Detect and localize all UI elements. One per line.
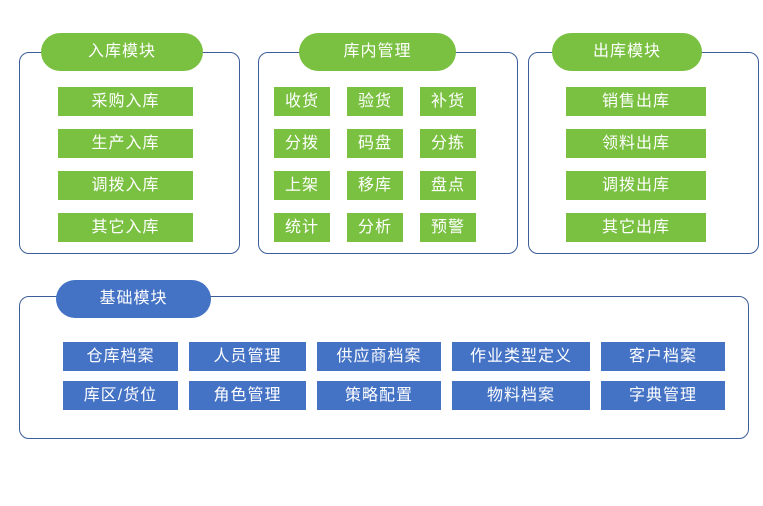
purchase-inbound-block: 采购入库 [58,87,193,116]
dictionary-management-block: 字典管理 [601,381,725,410]
inbound-item-list: 采购入库 生产入库 调拨入库 其它入库 [58,87,193,242]
personnel-management-block: 人员管理 [189,342,306,371]
production-inbound-block: 生产入库 [58,129,193,158]
panel-warehouse-management: 库内管理 收货 验货 补货 分拨 码盘 分拣 上架 移库 盘点 统计 分析 预警 [258,33,518,254]
base-module-header: 基础模块 [56,280,211,318]
picking-outbound-block: 领料出库 [566,129,706,158]
zone-location-block: 库区/货位 [63,381,178,410]
statistics-block: 统计 [274,213,330,242]
other-outbound-block: 其它出库 [566,213,706,242]
warehouse-archive-block: 仓库档案 [63,342,178,371]
warehouse-item-grid: 收货 验货 补货 分拨 码盘 分拣 上架 移库 盘点 统计 分析 预警 [274,87,476,242]
warning-block: 预警 [420,213,476,242]
analysis-block: 分析 [347,213,403,242]
outbound-module-header: 出库模块 [552,33,702,71]
outbound-item-list: 销售出库 领料出库 调拨出库 其它出库 [566,87,706,242]
role-management-block: 角色管理 [189,381,306,410]
supplier-archive-block: 供应商档案 [317,342,441,371]
panel-inbound-module: 入库模块 采购入库 生产入库 调拨入库 其它入库 [19,33,240,254]
material-archive-block: 物料档案 [452,381,590,410]
transfer-inbound-block: 调拨入库 [58,171,193,200]
base-item-rows: 仓库档案 人员管理 供应商档案 作业类型定义 客户档案 库区/货位 角色管理 策… [63,342,725,410]
strategy-config-block: 策略配置 [317,381,441,410]
stocktaking-block: 盘点 [420,171,476,200]
allocation-block: 分拨 [274,129,330,158]
transfer-outbound-block: 调拨出库 [566,171,706,200]
panel-outbound-module: 出库模块 销售出库 领料出库 调拨出库 其它出库 [528,33,759,254]
sorting-block: 分拣 [420,129,476,158]
other-inbound-block: 其它入库 [58,213,193,242]
receiving-block: 收货 [274,87,330,116]
inspection-block: 验货 [347,87,403,116]
base-row-2: 库区/货位 角色管理 策略配置 物料档案 字典管理 [63,381,725,410]
inbound-module-header: 入库模块 [41,33,203,71]
customer-archive-block: 客户档案 [601,342,725,371]
panel-base-module: 基础模块 仓库档案 人员管理 供应商档案 作业类型定义 客户档案 库区/货位 角… [19,280,749,439]
palletizing-block: 码盘 [347,129,403,158]
replenishment-block: 补货 [420,87,476,116]
base-row-1: 仓库档案 人员管理 供应商档案 作业类型定义 客户档案 [63,342,725,371]
relocation-block: 移库 [347,171,403,200]
sales-outbound-block: 销售出库 [566,87,706,116]
putaway-block: 上架 [274,171,330,200]
operation-type-definition-block: 作业类型定义 [452,342,590,371]
warehouse-management-header: 库内管理 [299,33,456,71]
